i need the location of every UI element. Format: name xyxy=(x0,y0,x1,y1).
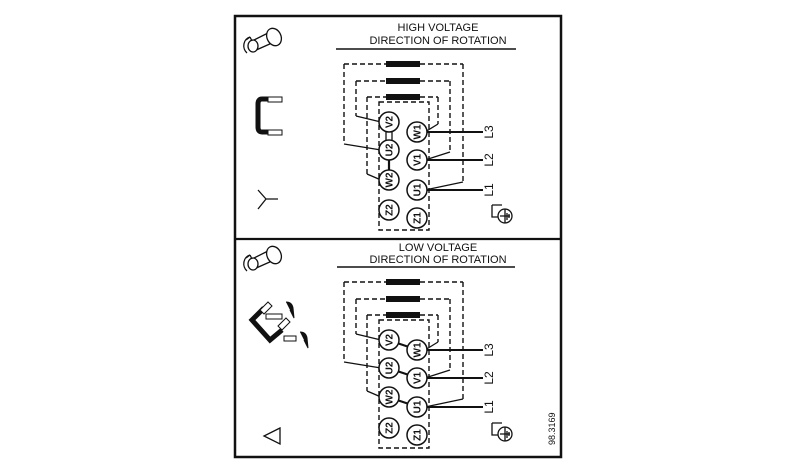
panel-title: HIGH VOLTAGE xyxy=(398,22,479,34)
panel-low-voltage: LOW VOLTAGE DIRECTION OF ROTATION V2U2W2… xyxy=(243,242,515,449)
terminal-label: W1 xyxy=(413,124,424,139)
terminal-label: U2 xyxy=(385,361,396,374)
angled-bridges-icon xyxy=(248,301,309,349)
winding-lead xyxy=(355,115,382,123)
line-label-l2: L2 xyxy=(482,371,496,385)
panel-subtitle: DIRECTION OF ROTATION xyxy=(369,254,506,266)
line-label-l3: L3 xyxy=(482,343,496,357)
shaft-rotation-icon xyxy=(247,39,259,53)
panel-high-voltage: HIGH VOLTAGE DIRECTION OF ROTATION V2U2W… xyxy=(243,22,516,231)
earth-ground-icon xyxy=(500,427,510,441)
delta-icon xyxy=(262,426,281,446)
terminal-label: W2 xyxy=(385,172,396,187)
shaft-rotation-icon xyxy=(243,27,283,54)
shaft-rotation-icon xyxy=(245,254,253,260)
terminal-label: W2 xyxy=(385,389,396,404)
shaft-rotation-icon xyxy=(247,257,259,271)
angled-bridges-icon xyxy=(248,306,284,344)
winding-coil xyxy=(386,94,420,100)
terminal-u2 xyxy=(378,357,400,379)
winding-coil xyxy=(386,78,420,84)
terminal-label: Z2 xyxy=(385,422,396,434)
terminal-v2 xyxy=(378,329,400,351)
shaft-rotation-icon xyxy=(245,36,253,42)
shaft-rotation-icon xyxy=(265,27,283,47)
u-bridge-icon xyxy=(267,96,283,103)
panel-title: LOW VOLTAGE xyxy=(399,242,477,254)
terminal-label: V2 xyxy=(385,333,396,346)
terminal-label: Z2 xyxy=(385,204,396,216)
terminal-label: U1 xyxy=(413,400,424,413)
winding-coil xyxy=(386,296,420,302)
winding-lead xyxy=(343,143,382,151)
earth-ground-icon xyxy=(491,204,502,218)
terminal-label: V1 xyxy=(413,153,424,166)
earth-ground-icon xyxy=(491,204,513,224)
terminal-w2 xyxy=(378,386,400,408)
angled-bridges-icon xyxy=(265,313,283,320)
shaft-rotation-icon xyxy=(243,245,283,272)
terminal-w2 xyxy=(378,169,400,191)
winding-lead xyxy=(343,361,382,369)
winding-lead xyxy=(424,181,464,191)
terminal-label: U2 xyxy=(385,143,396,156)
line-label-l3: L3 xyxy=(482,125,496,139)
terminal-u2 xyxy=(378,139,400,161)
winding-lead xyxy=(424,369,451,379)
winding-lead xyxy=(355,333,382,341)
earth-ground-icon xyxy=(491,422,513,442)
u-bridge-icon xyxy=(255,96,276,135)
angled-bridges-icon xyxy=(283,335,297,342)
earth-ground-icon xyxy=(491,422,502,436)
diagram-frame xyxy=(233,14,563,459)
winding-coil xyxy=(386,312,420,318)
terminal-label: V1 xyxy=(413,371,424,384)
terminal-label: W1 xyxy=(413,342,424,357)
terminal-v2 xyxy=(378,111,400,133)
star-icon xyxy=(257,189,278,210)
terminal-z2 xyxy=(378,199,400,221)
angled-bridges-icon xyxy=(277,317,291,331)
panel-subtitle: DIRECTION OF ROTATION xyxy=(369,35,506,47)
winding-lead xyxy=(424,151,451,161)
terminal-label: V2 xyxy=(385,115,396,128)
earth-ground-icon xyxy=(500,209,510,223)
line-label-l1: L1 xyxy=(482,183,496,197)
winding-lead xyxy=(424,398,464,408)
shaft-rotation-icon xyxy=(265,245,283,265)
winding-coil xyxy=(386,61,420,67)
angled-bridges-icon xyxy=(259,301,273,315)
u-bridge-icon xyxy=(255,96,283,136)
u-bridge-icon xyxy=(267,129,283,136)
winding-coil xyxy=(386,279,420,285)
terminal-label: U1 xyxy=(413,183,424,196)
terminal-label: Z1 xyxy=(413,429,424,441)
terminal-block xyxy=(378,319,430,449)
line-label-l2: L2 xyxy=(482,153,496,167)
terminal-z1 xyxy=(406,424,428,446)
star-icon xyxy=(257,189,278,210)
terminal-z1 xyxy=(406,207,428,229)
line-label-l1: L1 xyxy=(482,400,496,414)
rotate-arrow-icon xyxy=(299,331,309,349)
terminal-z2 xyxy=(378,417,400,439)
terminal-label: Z1 xyxy=(413,212,424,224)
document-id: 98.3169 xyxy=(547,412,557,445)
terminal-block xyxy=(378,101,430,231)
rotate-arrow-icon xyxy=(285,301,295,319)
